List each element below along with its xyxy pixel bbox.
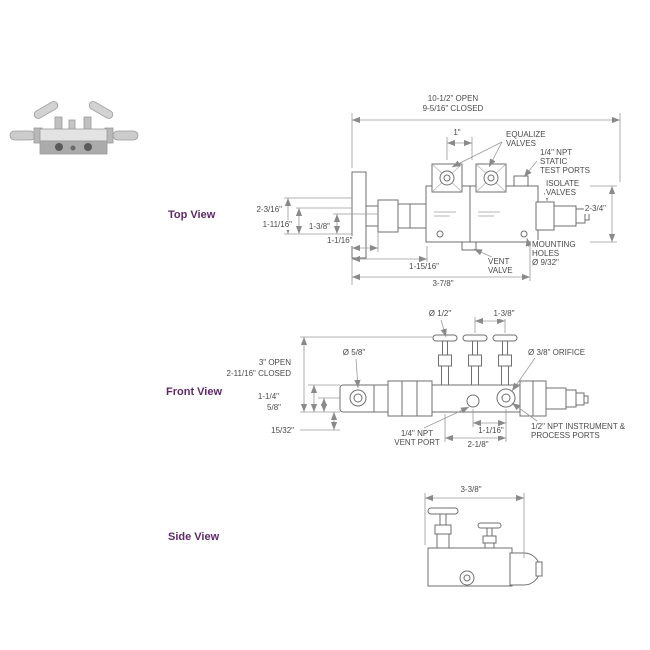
left-isolate-barrel (397, 203, 427, 229)
dim-port-spacing: 1-1/16" (477, 426, 505, 436)
callout-instrument-ports-line2: PROCESS PORTS (530, 431, 601, 441)
top-right-stem (83, 116, 92, 130)
side-view-label: Side View (168, 531, 220, 543)
side-view-part (427, 507, 543, 587)
left-handle (9, 130, 36, 141)
dim-overall-open: 10-1/2" OPEN (426, 94, 480, 104)
right-isolate-hex (535, 201, 555, 231)
dim-half-height: 5/8" (266, 403, 282, 413)
dim-top-h1: 2-3/16" (255, 205, 283, 215)
side-view-dimension-lines (424, 493, 525, 558)
top-view-label: Top View (168, 209, 216, 221)
callout-mount-line2: HOLES (531, 249, 561, 259)
top-view-part (351, 163, 590, 259)
mounting-hole (520, 230, 528, 238)
dim-front-open: 3" OPEN (257, 358, 292, 368)
side-knob (535, 561, 543, 577)
port-hole (84, 143, 92, 151)
callout-mount-line1: MOUNTING (531, 240, 577, 250)
top-right-handle (88, 101, 114, 119)
callout-equalize-line1: EQUALIZE (505, 130, 547, 140)
dim-side-diameter: Ø 5/8" (341, 348, 367, 358)
product-photo (9, 101, 139, 155)
top-view-drawing (284, 113, 621, 285)
static-test-port (513, 175, 529, 187)
dim-front-closed: 2-11/16" CLOSED (225, 369, 292, 379)
right-handle (112, 130, 139, 141)
mounting-plate (351, 171, 367, 259)
front-view-part (339, 334, 589, 417)
callout-isolate-line2: VALVES (545, 188, 577, 198)
dim-port-span: 2-1/8" (466, 440, 490, 450)
callout-isolate-line1: ISOLATE (545, 179, 581, 189)
top-left-stem (54, 116, 63, 130)
front-view-label: Front View (166, 386, 223, 398)
valve-stem-middle (462, 334, 488, 386)
dim-overall-closed: 9-5/16" CLOSED (421, 104, 485, 114)
dim-top-h3: 1-3/8" (307, 222, 331, 232)
callout-vent-port-line1: 1/4" NPT (399, 429, 435, 439)
port-hole (55, 143, 63, 151)
callout-mount-line3: Ø 9/32" (531, 258, 560, 268)
valve-stem-right (492, 334, 518, 386)
dim-depth: 2-3/4" (583, 204, 607, 214)
side-view-drawing (424, 493, 543, 587)
dim-valve-spacing: 1" (452, 128, 462, 138)
dim-top-w1: 1-15/16" (408, 262, 440, 272)
callout-equalize-line2: VALVES (505, 139, 537, 149)
callout-vent-line1: VENT (487, 257, 511, 267)
callout-instrument-ports-line1: 1/2" NPT INSTRUMENT & (530, 422, 627, 432)
dim-top-w2: 3-7/8" (431, 279, 455, 289)
vent-port (466, 394, 480, 408)
callout-vent-port-line2: VENT PORT (393, 438, 441, 448)
body-top-face (39, 128, 108, 142)
front-view-dimension-lines (300, 317, 538, 442)
body-engraving (434, 211, 500, 217)
left-coupling (387, 380, 433, 417)
front-view-drawing (300, 317, 589, 442)
callout-test-line3: TEST PORTS (539, 166, 591, 176)
side-valve-short (477, 522, 502, 549)
port-hole (70, 145, 76, 151)
dim-bar-height: 1-1/4" (256, 392, 280, 402)
dim-offset: 15/32" (270, 426, 295, 436)
left-neck (365, 205, 379, 227)
dim-orifice: Ø 3/8" ORIFICE (527, 348, 587, 358)
dim-stem-spacing: 1-3/8" (492, 309, 516, 319)
callout-test-line1: 1/4" NPT (539, 148, 574, 158)
dim-top-h2: 1-11/16" (261, 220, 293, 230)
left-isolate-hex (377, 199, 399, 233)
dim-stem-diameter: Ø 1/2" (427, 309, 453, 319)
vent-valve-boss (461, 241, 477, 251)
valve-stem-left (432, 334, 458, 386)
dim-side-width: 3-3/8" (459, 485, 483, 495)
mounting-hole (436, 230, 444, 238)
top-left-handle (33, 101, 59, 119)
callout-test-line2: STATIC (539, 157, 569, 167)
manifold-body (425, 185, 539, 243)
right-isolate-barrel (553, 205, 577, 227)
side-valve-tall (427, 507, 459, 549)
callout-vent-line2: VALVE (487, 266, 514, 276)
center-stem (68, 119, 76, 130)
dim-top-h4: 1-1/16" (326, 236, 354, 246)
